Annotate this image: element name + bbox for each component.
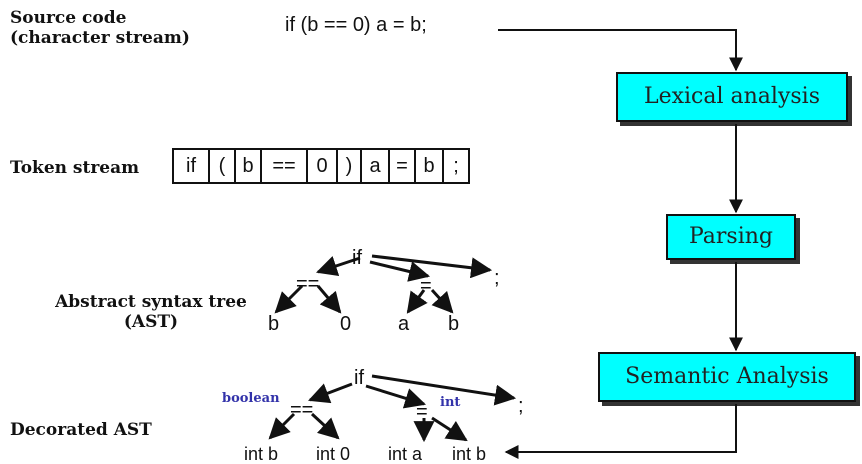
decorated-node-semicolon: ; — [518, 395, 524, 417]
type-annotation-boolean: boolean — [222, 391, 280, 406]
flow-arrow-semantic-to-decorated — [504, 404, 737, 459]
ast-node-b: b — [268, 313, 279, 335]
ast-node-b2: b — [448, 313, 459, 335]
ast-node-semicolon: ; — [494, 267, 500, 289]
decorated-ast-edges — [268, 374, 517, 443]
ast-label: Abstract syntax tree (AST) — [16, 292, 286, 332]
ast-node-eq: == — [296, 273, 319, 295]
lexical-analysis-box: Lexical analysis — [616, 72, 848, 122]
decorated-node-assign: = — [416, 401, 428, 423]
semantic-analysis-box: Semantic Analysis — [598, 352, 856, 402]
token-stream: if ( b == 0 ) a = b ; — [172, 148, 470, 184]
decorated-node-int-a: int a — [388, 444, 423, 464]
decorated-node-int-0: int 0 — [316, 444, 350, 464]
decorated-node-int-b2: int b — [452, 444, 486, 464]
decorated-ast-label: Decorated AST — [10, 420, 152, 440]
source-code-label-line2: (character stream) — [10, 28, 190, 48]
parsing-box: Parsing — [666, 214, 796, 260]
token-stream-label: Token stream — [10, 158, 140, 178]
ast-node-if: if — [352, 247, 362, 269]
ast-edges — [274, 254, 493, 314]
type-annotation-int: int — [440, 395, 460, 410]
source-code-label: Source code (character stream) — [10, 8, 190, 48]
ast-node-a: a — [398, 313, 410, 335]
decorated-node-if: if — [354, 367, 364, 389]
source-code-text: if (b == 0) a = b; — [285, 14, 427, 36]
ast-node-zero: 0 — [340, 313, 351, 335]
source-code-label-line1: Source code — [10, 8, 127, 28]
ast-label-line1: Abstract syntax tree — [55, 292, 247, 312]
ast-label-line2: (AST) — [123, 312, 179, 332]
flow-arrow-source-to-lexical — [498, 29, 743, 72]
decorated-node-int-b: int b — [244, 444, 278, 464]
ast-node-assign: = — [420, 275, 432, 297]
token: ; — [442, 148, 470, 184]
decorated-node-eq: == — [290, 399, 313, 421]
